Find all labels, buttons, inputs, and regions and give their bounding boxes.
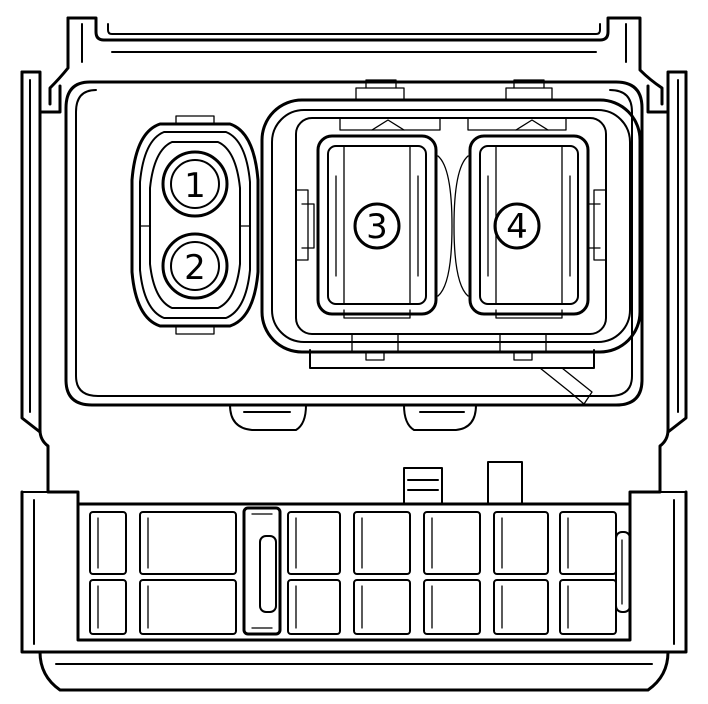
pin-1-label: 1 (184, 166, 206, 206)
pin-3: 3 (353, 202, 401, 250)
pin-4-label: 4 (506, 207, 528, 247)
pin-1: 1 (161, 150, 229, 218)
pin-4: 4 (493, 202, 541, 250)
pin-2-label: 2 (184, 248, 206, 288)
round-cavity-housing (130, 115, 260, 335)
rectangular-cavity-housing (260, 79, 642, 405)
upper-shell (20, 16, 688, 472)
pin-4-cavity (468, 134, 590, 319)
lower-shell (20, 461, 688, 692)
cable-exit-grid (89, 506, 631, 636)
pin-3-cavity (316, 134, 438, 319)
pin-3-label: 3 (366, 207, 388, 247)
pin-2: 2 (161, 232, 229, 300)
